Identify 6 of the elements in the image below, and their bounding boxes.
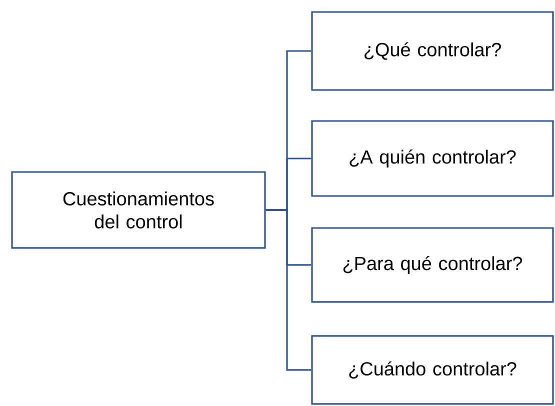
text-box: ¿Cuándo controlar? <box>311 335 554 405</box>
text-box: Cuestionamientos del control <box>11 171 266 249</box>
text-box: ¿A quién controlar? <box>311 120 554 197</box>
connector <box>266 209 312 371</box>
text-box: ¿Qué controlar? <box>311 11 554 91</box>
text-box: ¿Para qué controlar? <box>311 227 554 303</box>
